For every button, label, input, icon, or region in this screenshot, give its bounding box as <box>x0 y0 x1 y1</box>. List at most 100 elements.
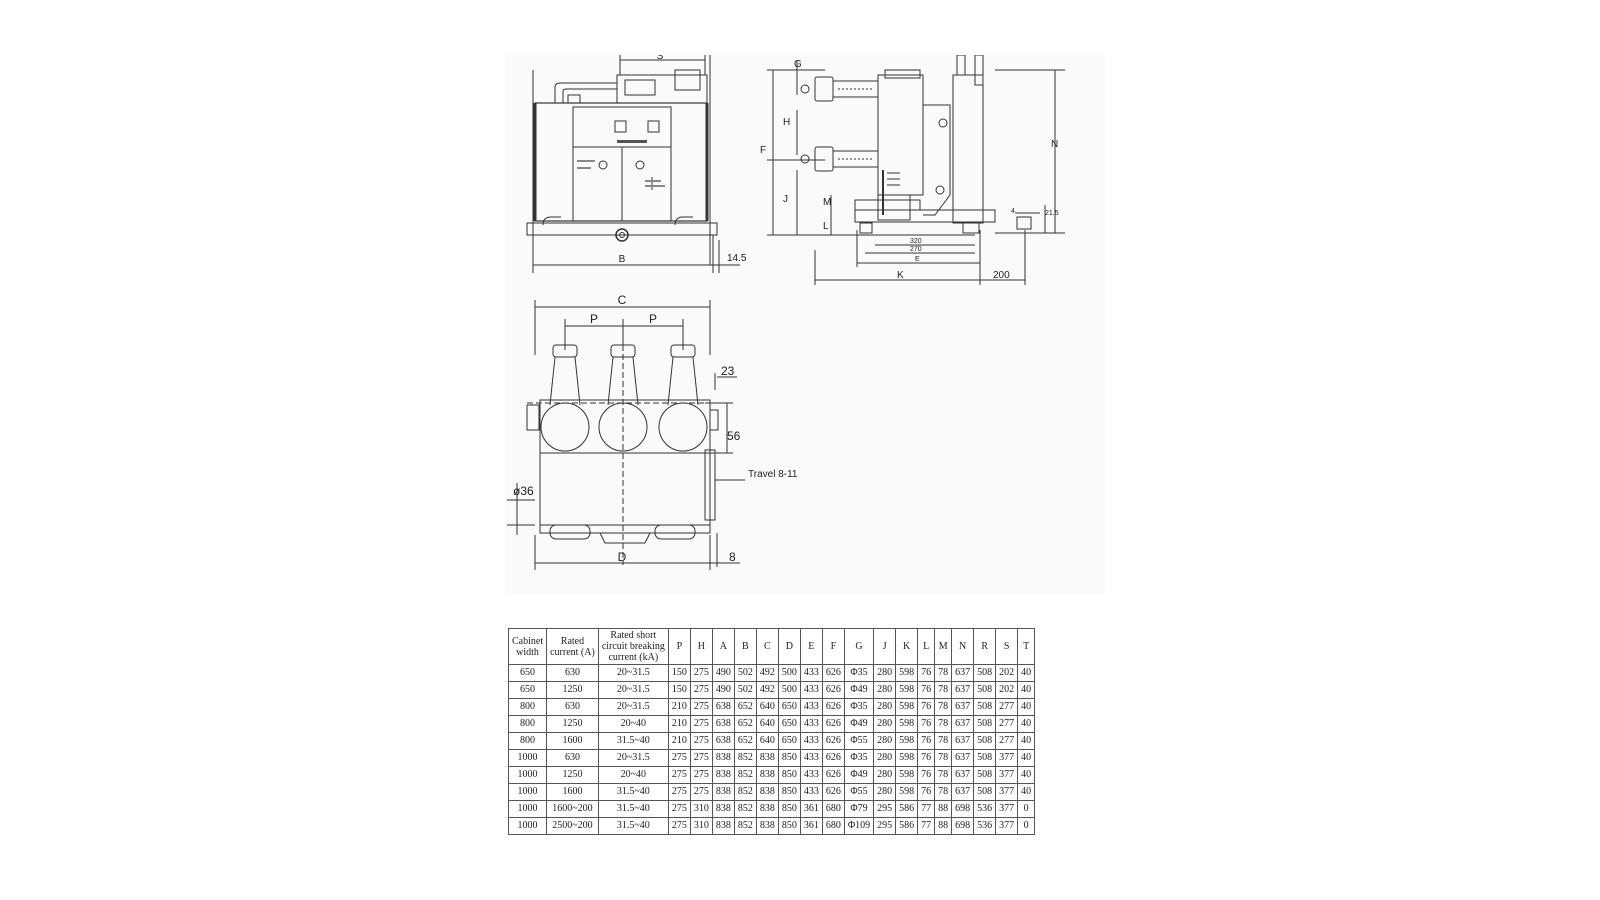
table-cell: 31.5~40 <box>597 783 669 801</box>
table-cell: 20~31.5 <box>597 749 669 767</box>
table-cell: 508 <box>973 783 997 801</box>
side-view <box>767 55 1065 285</box>
header-j: J <box>873 628 897 665</box>
label-14-5: 14.5 <box>727 253 747 264</box>
header-breaking-current: Rated short circuit breaking current (kA… <box>597 628 669 665</box>
table-cell: 598 <box>895 732 919 750</box>
table-cell: 598 <box>895 681 919 699</box>
table-cell: 630 <box>546 749 599 767</box>
table-cell: 20~40 <box>597 766 669 784</box>
table-cell: 626 <box>821 766 845 784</box>
table-cell: Φ35 <box>843 698 875 716</box>
table-cell: 280 <box>873 749 897 767</box>
table-cell: 586 <box>895 817 919 835</box>
table-cell: 433 <box>799 698 823 716</box>
table-cell: 650 <box>507 664 548 682</box>
header-e: E <box>799 628 823 665</box>
table-cell: 40 <box>1017 766 1036 784</box>
table-cell: 508 <box>973 664 997 682</box>
header-g: G <box>843 628 875 665</box>
table-cell: 210 <box>667 698 691 716</box>
table-cell: 490 <box>711 664 735 682</box>
table-cell: 40 <box>1017 698 1036 716</box>
table-cell: 1600~200 <box>546 800 599 818</box>
panel-markings <box>577 140 665 187</box>
label-8: 8 <box>729 550 736 564</box>
table-cell: 492 <box>755 664 779 682</box>
table-cell: 275 <box>689 766 713 784</box>
table-cell: 210 <box>667 732 691 750</box>
header-p: P <box>667 628 691 665</box>
label-p2: P <box>649 312 657 326</box>
table-cell: 275 <box>667 749 691 767</box>
table-cell: 492 <box>755 681 779 699</box>
header-s: S <box>995 628 1019 665</box>
table-cell: 1600 <box>546 732 599 750</box>
header-f: F <box>821 628 845 665</box>
table-cell: 0 <box>1017 817 1036 835</box>
table-cell: 433 <box>799 681 823 699</box>
label-k: K <box>897 270 904 281</box>
table-cell: 800 <box>507 732 548 750</box>
table-cell: 838 <box>711 800 735 818</box>
table-cell: 637 <box>951 664 975 682</box>
table-cell: 502 <box>733 664 757 682</box>
table-cell: 76 <box>917 715 936 733</box>
table-cell: 626 <box>821 664 845 682</box>
table-cell: 40 <box>1017 732 1036 750</box>
table-cell: 77 <box>917 800 936 818</box>
table-cell: 536 <box>973 800 997 818</box>
table-cell: 377 <box>995 783 1019 801</box>
table-cell: 78 <box>934 681 953 699</box>
table-cell: Φ55 <box>843 732 875 750</box>
table-cell: 78 <box>934 715 953 733</box>
table-cell: 277 <box>995 715 1019 733</box>
label-c: C <box>618 293 627 307</box>
table-cell: 280 <box>873 698 897 716</box>
table-cell: 280 <box>873 664 897 682</box>
table-cell: 210 <box>667 715 691 733</box>
table-cell: 40 <box>1017 783 1036 801</box>
header-d: D <box>777 628 801 665</box>
table-cell: 310 <box>689 800 713 818</box>
table-cell: 698 <box>951 817 975 835</box>
table-cell: Φ109 <box>843 817 875 835</box>
label-g: G <box>794 59 802 70</box>
header-m: M <box>934 628 953 665</box>
label-200: 200 <box>993 270 1010 281</box>
table-cell: 800 <box>507 715 548 733</box>
table-cell: 838 <box>711 783 735 801</box>
table-cell: 850 <box>777 766 801 784</box>
table-cell: 361 <box>799 800 823 818</box>
label-23: 23 <box>721 364 735 378</box>
label-b: B <box>619 254 626 265</box>
table-cell: 1250 <box>546 715 599 733</box>
table-cell: 638 <box>711 732 735 750</box>
table-cell: 280 <box>873 681 897 699</box>
table-cell: 838 <box>755 800 779 818</box>
table-cell: 637 <box>951 715 975 733</box>
table-cell: 78 <box>934 664 953 682</box>
table-cell: 275 <box>667 817 691 835</box>
table-cell: 433 <box>799 715 823 733</box>
table-cell: 640 <box>755 715 779 733</box>
table-cell: 650 <box>777 715 801 733</box>
table-cell: 850 <box>777 817 801 835</box>
table-cell: 626 <box>821 783 845 801</box>
table-cell: 0 <box>1017 800 1036 818</box>
table-cell: 280 <box>873 732 897 750</box>
header-l: L <box>917 628 936 665</box>
header-h: H <box>689 628 713 665</box>
table-cell: 78 <box>934 783 953 801</box>
table-cell: 277 <box>995 732 1019 750</box>
label-m: M <box>823 197 831 208</box>
header-n: N <box>951 628 975 665</box>
table-cell: 850 <box>777 749 801 767</box>
table-cell: 638 <box>711 698 735 716</box>
